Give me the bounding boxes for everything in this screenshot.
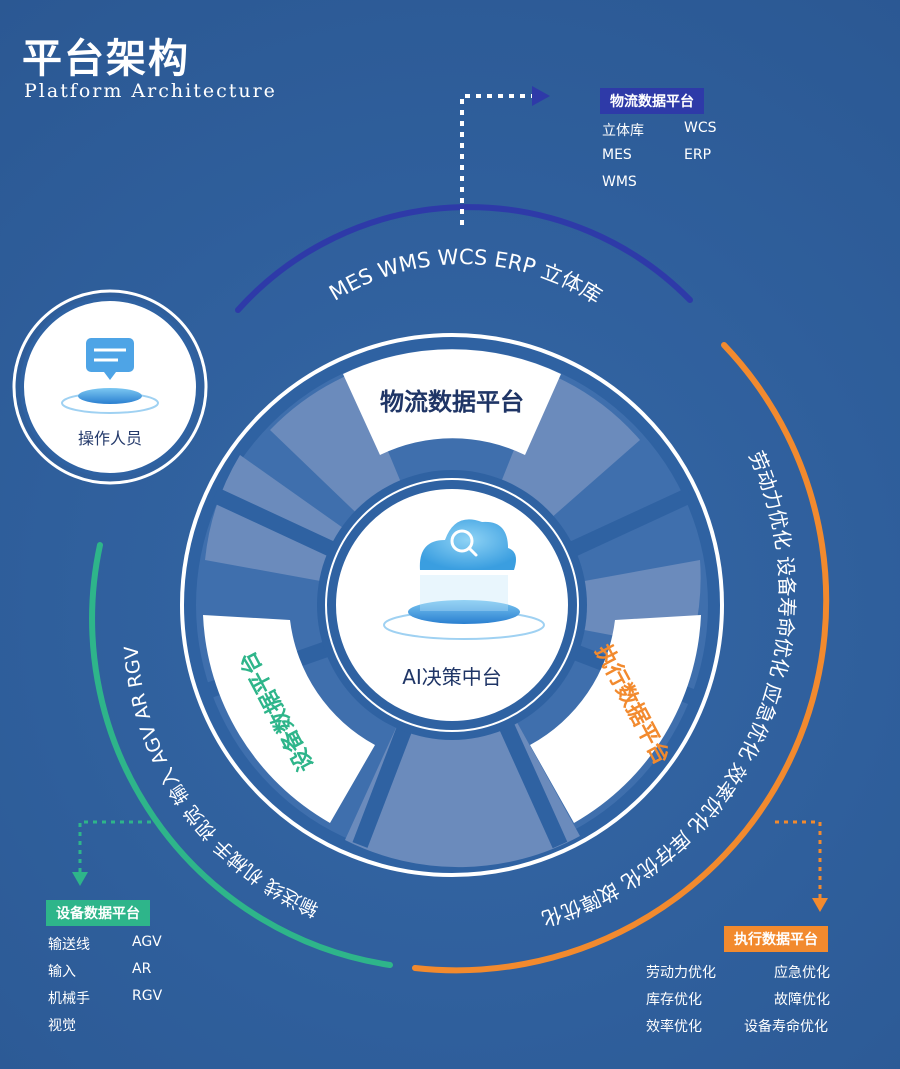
logistics-item: MES — [602, 147, 632, 163]
equipment-card-title: 设备数据平台 — [46, 900, 150, 926]
equipment-arrow-icon — [72, 872, 88, 886]
logistics-card: 物流数据平台 立体库 WCS MES ERP WMS — [600, 88, 730, 198]
execution-item: 库存优化 — [646, 992, 702, 1008]
execution-item: 设备寿命优化 — [744, 1019, 828, 1035]
top-arc-label: MES WMS WCS ERP 立体库 — [325, 245, 606, 309]
equipment-item: 输送线 — [48, 937, 90, 953]
logistics-item: WMS — [602, 174, 637, 190]
execution-arrow-icon — [812, 898, 828, 912]
cloud-search-icon — [383, 519, 545, 640]
execution-item: 效率优化 — [646, 1019, 702, 1035]
logistics-connector — [460, 94, 540, 225]
equipment-connector — [78, 820, 160, 872]
execution-item: 劳动力优化 — [646, 965, 716, 981]
equipment-card: 设备数据平台 输送线 AGV 输入 AR 机械手 RGV 视觉 — [46, 900, 186, 1040]
equipment-segment — [203, 615, 375, 823]
execution-card: 执行数据平台 劳动力优化 应急优化 库存优化 故障优化 效率优化 设备寿命优化 — [644, 926, 844, 1046]
execution-segment — [530, 615, 701, 823]
top-arc — [235, 204, 693, 313]
logistics-item: 立体库 — [602, 123, 644, 139]
execution-card-title: 执行数据平台 — [724, 926, 828, 952]
execution-item: 应急优化 — [774, 965, 830, 981]
equipment-item: 机械手 — [48, 991, 90, 1007]
logistics-segment-label: 物流数据平台 — [380, 388, 524, 416]
equipment-item: 视觉 — [48, 1018, 76, 1034]
logistics-arrow-icon — [532, 86, 550, 106]
execution-item: 故障优化 — [774, 992, 830, 1008]
logistics-item: WCS — [684, 120, 717, 136]
center-label: AI决策中台 — [402, 665, 502, 689]
chat-icon — [61, 338, 159, 414]
page-subtitle: Platform Architecture — [24, 80, 277, 102]
left-arc — [89, 542, 393, 968]
page-title: 平台架构 — [22, 36, 190, 82]
logistics-item: ERP — [684, 147, 712, 163]
equipment-item: RGV — [132, 988, 163, 1004]
equipment-item: 输入 — [48, 964, 76, 980]
operator-circle[interactable] — [20, 297, 200, 477]
logistics-segment — [343, 349, 561, 455]
right-arc — [412, 342, 830, 974]
equipment-item: AR — [132, 961, 152, 977]
logistics-card-title: 物流数据平台 — [600, 88, 704, 114]
execution-connector — [775, 820, 822, 898]
equipment-item: AGV — [132, 934, 162, 950]
operator-label: 操作人员 — [78, 429, 142, 448]
